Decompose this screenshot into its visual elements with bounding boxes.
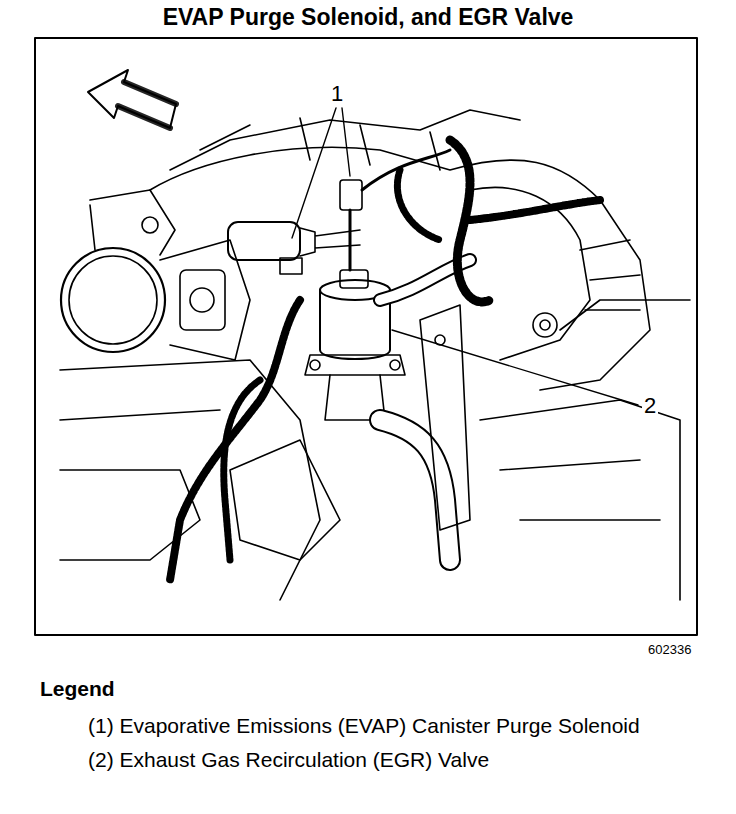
figure-frame: [35, 38, 697, 635]
legend-heading: Legend: [40, 677, 115, 701]
manifold: [150, 147, 650, 390]
purge-solenoid: [228, 222, 300, 260]
diagram-title: EVAP Purge Solenoid, and EGR Valve: [0, 4, 736, 31]
leader-line: [292, 108, 336, 238]
figure-number: 602336: [648, 642, 691, 657]
callout-number: 2: [642, 394, 658, 418]
front-arrow: [88, 70, 176, 128]
leader-line: [392, 330, 638, 405]
legend-entry: (2) Exhaust Gas Recirculation (EGR) Valv…: [88, 744, 705, 775]
leader-line: [342, 108, 350, 176]
callout-number: 1: [329, 82, 345, 106]
legend-entry: (1) Evaporative Emissions (EVAP) Caniste…: [88, 710, 705, 741]
throttle-body: [61, 248, 165, 352]
